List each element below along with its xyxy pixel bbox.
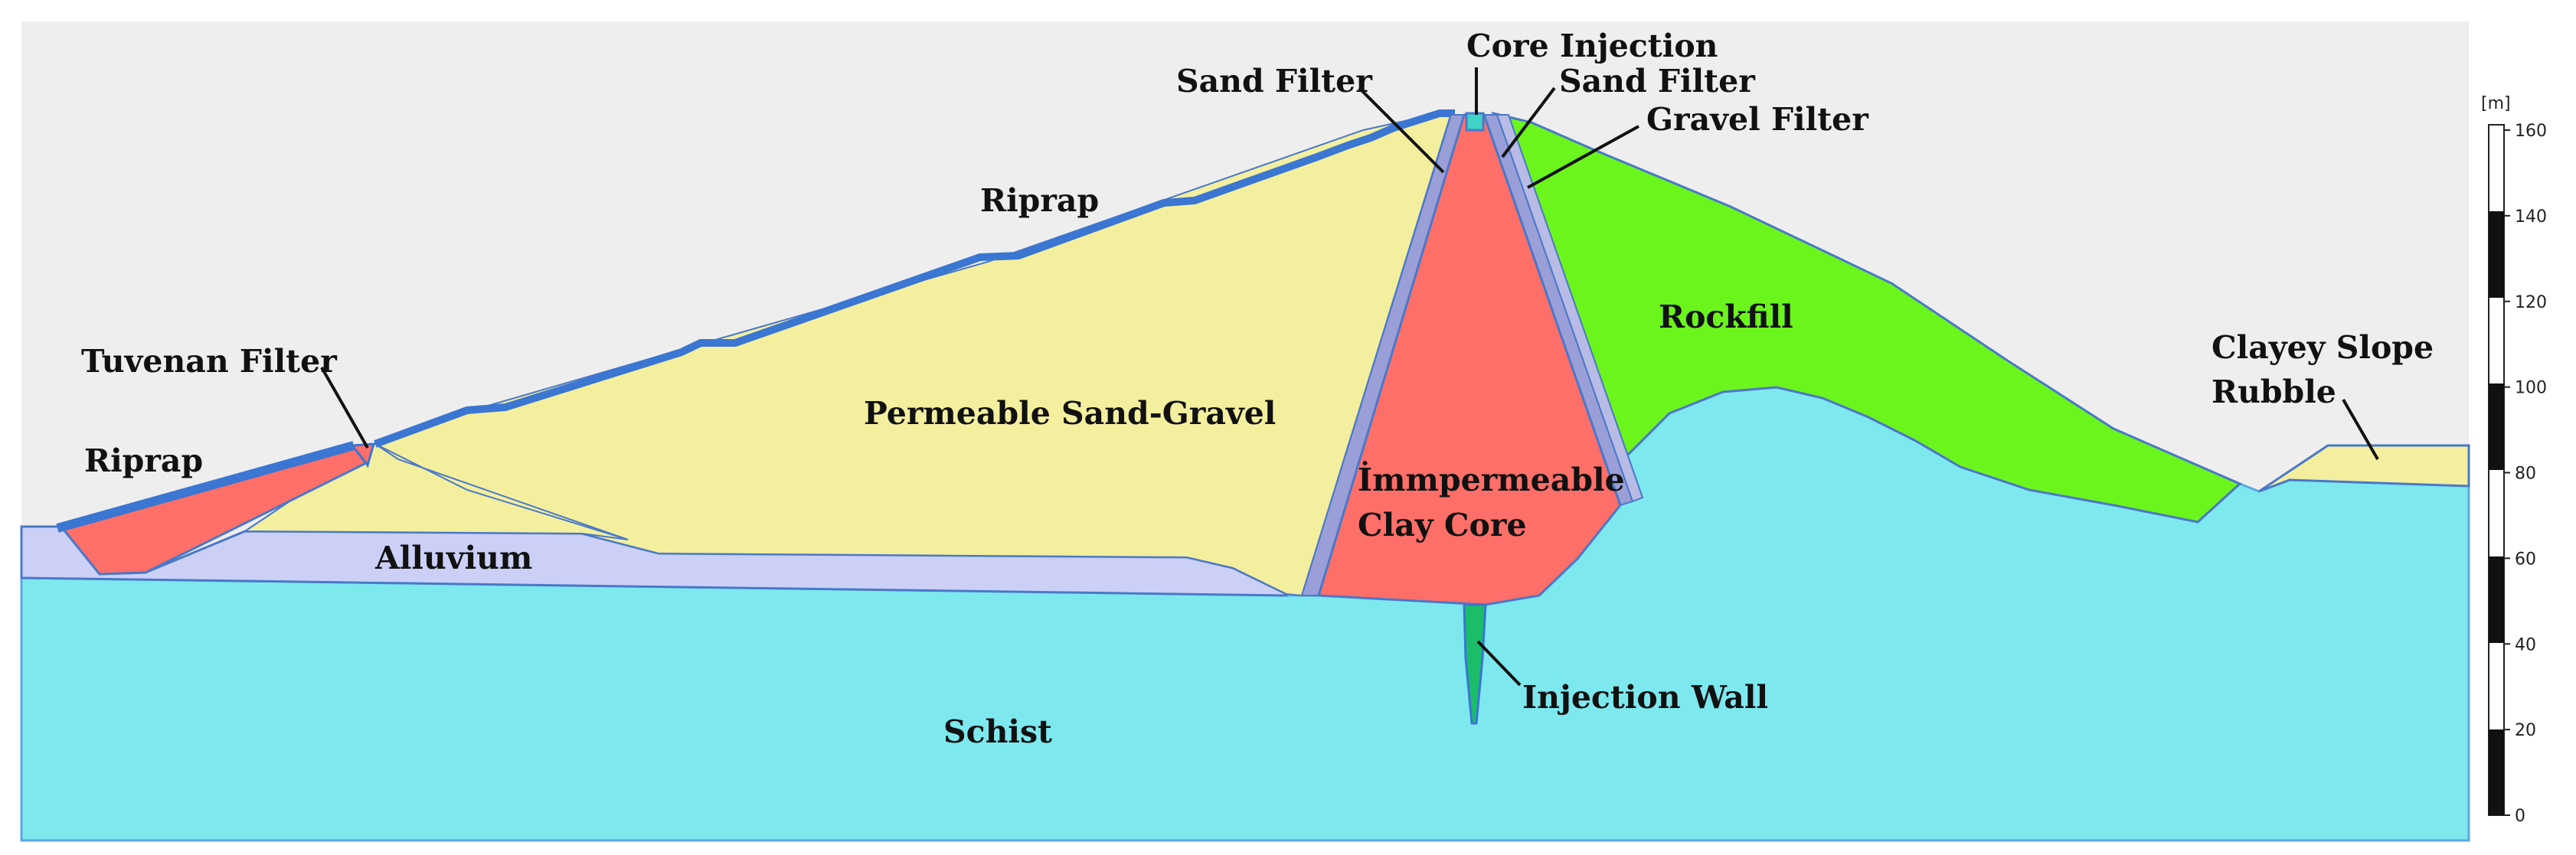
label-core-injection: Core Injection: [1466, 28, 1718, 64]
label-schist: Schist: [943, 713, 1052, 750]
scale-tick-label: 120: [2515, 293, 2547, 312]
scale-tick-label: 40: [2515, 635, 2536, 654]
leader-sand-filter-right: [1501, 86, 1556, 158]
scale-segment-140-120: [2489, 211, 2504, 298]
leader-injection-wall: [1476, 640, 1522, 687]
scale-tick-label: 60: [2515, 550, 2536, 569]
scale-tick-label: 100: [2515, 379, 2547, 398]
scale-segment-20-0: [2489, 729, 2504, 815]
leader-tuvenan-filter: [320, 367, 369, 449]
scale-tick-label: 0: [2515, 807, 2525, 826]
label-sand-filter-right: Sand Filter: [1559, 63, 1756, 100]
scale-tick-label: 20: [2515, 721, 2536, 740]
gravel-filter: [1496, 114, 1644, 503]
label-rubble: Rubble: [2212, 374, 2336, 410]
leader-lines: [320, 67, 2379, 687]
scale-tick-label: 80: [2515, 465, 2536, 484]
core-injection-block: [1465, 112, 1485, 132]
label-riprap-left: Riprap: [84, 442, 203, 479]
scale-tick-label: 140: [2515, 207, 2547, 227]
label-alluvium: Alluvium: [374, 540, 532, 576]
leader-gravel-filter: [1527, 125, 1639, 189]
label-sand-filter-left: Sand Filter: [1176, 63, 1373, 100]
label-tuvenan-filter: Tuvenan Filter: [81, 343, 338, 380]
left-riprap-top-line: [56, 441, 355, 533]
label-gravel-filter: Gravel Filter: [1646, 101, 1869, 138]
tuvenan-filter-inner-line: [374, 443, 629, 540]
leader-clayey-slope: [2342, 399, 2379, 460]
rockfill-region: [1491, 111, 2242, 524]
leader-sand-filter-left: [1358, 86, 1445, 174]
label-rockfill: Rockfill: [1659, 299, 1793, 335]
label-clayey-slope: Clayey Slope: [2212, 329, 2434, 366]
clayey-slope-rubble-region: [2258, 444, 2470, 493]
label-riprap-top: Riprap: [980, 182, 1099, 219]
injection-wall: [1463, 603, 1487, 725]
clay-core-region: [1317, 113, 1622, 606]
label-clay-core-2: Clay Core: [1358, 507, 1527, 543]
label-clay-core-1: İmmpermeable: [1358, 461, 1625, 498]
label-permeable-sand-gravel: Permeable Sand-Gravel: [864, 395, 1276, 432]
elevation-scale: [m] 160 140 120 100 80 60 40 20 0: [2481, 94, 2547, 826]
scale-segment-60-40: [2489, 556, 2504, 643]
upstream-riprap-line: [374, 109, 1455, 448]
scale-tick-label: 160: [2515, 122, 2547, 141]
scale-unit: [m]: [2481, 94, 2511, 113]
label-injection-wall: Injection Wall: [1522, 679, 1768, 716]
scale-segment-100-80: [2489, 383, 2504, 470]
